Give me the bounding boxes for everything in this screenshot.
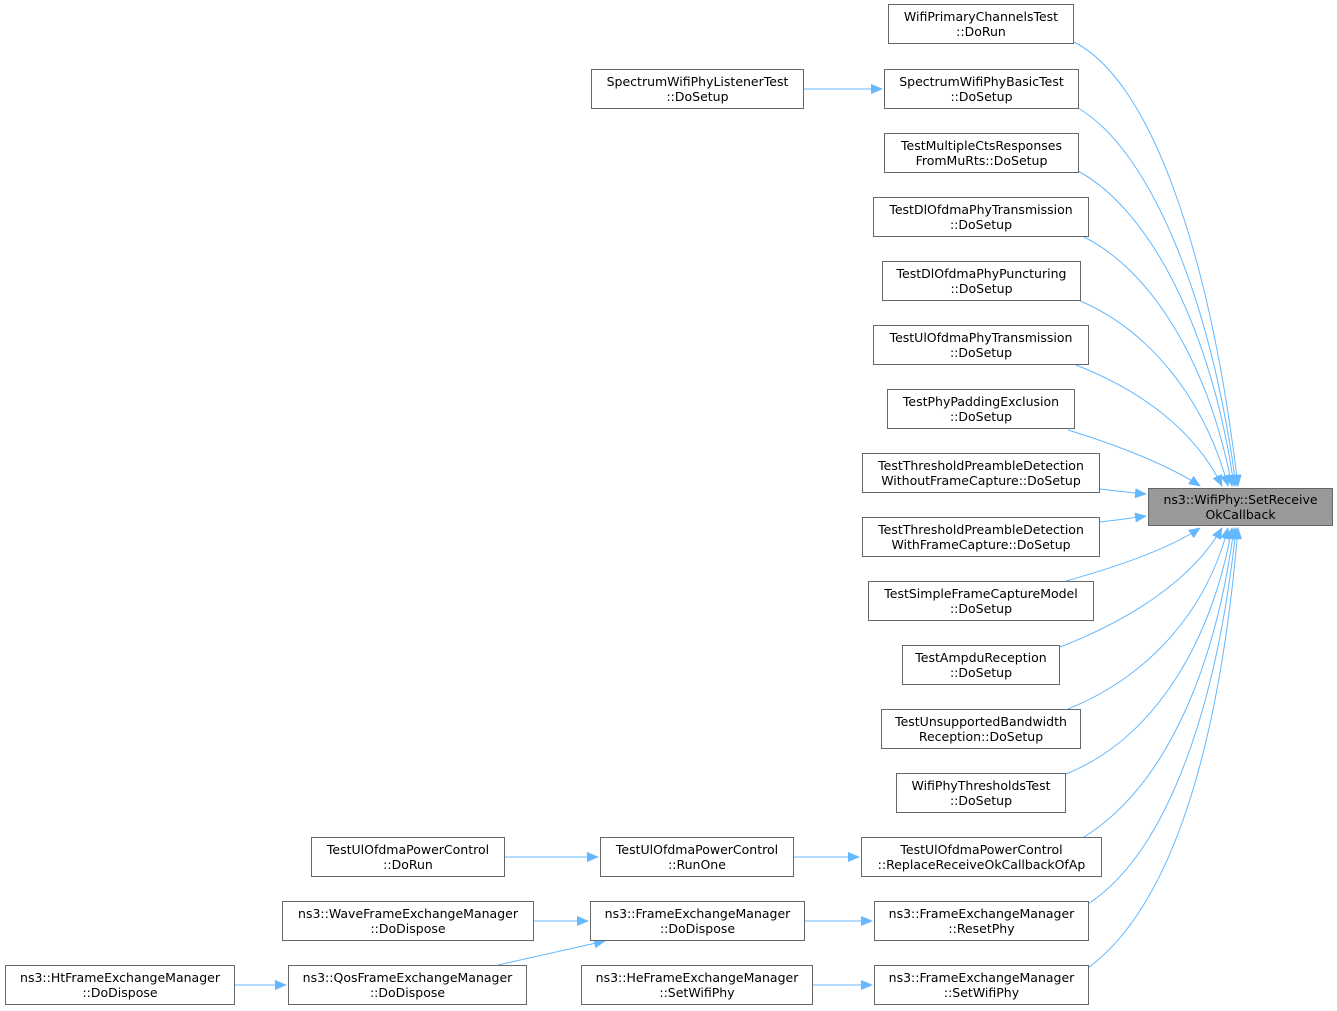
- edge-thr-with-to-target: [1099, 512, 1147, 523]
- node-label-line1: ns3::HtFrameExchangeManager: [20, 970, 220, 985]
- node-simple-frame-capture-dosetup[interactable]: TestSimpleFrameCaptureModel ::DoSetup: [868, 581, 1094, 621]
- node-label-line1: ns3::HeFrameExchangeManager: [595, 970, 799, 985]
- node-label-line2: ::ResetPhy: [948, 921, 1015, 936]
- node-label-line1: TestDlOfdmaPhyPuncturing: [896, 266, 1067, 281]
- node-label-line2: Reception::DoSetup: [918, 729, 1044, 744]
- node-label-line1: SpectrumWifiPhyListenerTest: [606, 74, 789, 89]
- node-label-line2: ::SetWifiPhy: [659, 985, 735, 1000]
- node-threshold-with-capture-dosetup[interactable]: TestThresholdPreambleDetection WithFrame…: [862, 517, 1100, 557]
- node-label-line1: TestDlOfdmaPhyTransmission: [889, 202, 1073, 217]
- node-label-line2: ::DoRun: [956, 24, 1006, 39]
- edge-padding-to-target: [1067, 429, 1201, 487]
- edge-reset-to-target: [1087, 527, 1240, 905]
- node-dl-ofdma-puncturing-dosetup[interactable]: TestDlOfdmaPhyPuncturing ::DoSetup: [882, 261, 1081, 301]
- node-label-line1: ns3::WaveFrameExchangeManager: [298, 906, 518, 921]
- edge-unsupported-to-target: [1067, 527, 1231, 710]
- node-label-line2: ::DoSetup: [950, 89, 1013, 104]
- edge-primary-to-target: [1073, 41, 1242, 487]
- node-ht-fem-dodispose[interactable]: ns3::HtFrameExchangeManager ::DoDispose: [5, 965, 235, 1005]
- node-label-line1: TestUlOfdmaPowerControl: [615, 842, 779, 857]
- edge-basic-to-target: [1077, 107, 1240, 487]
- node-label-line2: WithFrameCapture::DoSetup: [891, 537, 1071, 552]
- node-power-control-dorun[interactable]: TestUlOfdmaPowerControl ::DoRun: [311, 837, 505, 877]
- node-qos-fem-dodispose[interactable]: ns3::QosFrameExchangeManager ::DoDispose: [288, 965, 527, 1005]
- node-label-line2: ::DoSetup: [949, 409, 1013, 424]
- node-spectrum-basic-test-dosetup[interactable]: SpectrumWifiPhyBasicTest ::DoSetup: [884, 69, 1079, 109]
- node-label-line1: TestAmpduReception: [915, 650, 1047, 665]
- node-label-line2: ::DoRun: [383, 857, 433, 872]
- node-ampdu-reception-dosetup[interactable]: TestAmpduReception ::DoSetup: [902, 645, 1060, 685]
- node-dl-ofdma-transmission-dosetup[interactable]: TestDlOfdmaPhyTransmission ::DoSetup: [873, 197, 1089, 237]
- node-label-line2: ::RunOne: [668, 857, 726, 872]
- node-multiple-cts-responses-dosetup[interactable]: TestMultipleCtsResponses FromMuRts::DoSe…: [884, 133, 1079, 173]
- node-wifi-primary-channels-test-dorun[interactable]: WifiPrimaryChannelsTest ::DoRun: [888, 4, 1074, 44]
- node-he-fem-setwifiphy[interactable]: ns3::HeFrameExchangeManager ::SetWifiPhy: [581, 965, 813, 1005]
- node-label-line1: ns3::FrameExchangeManager: [888, 906, 1075, 921]
- node-label-line2: ::SetWifiPhy: [943, 985, 1020, 1000]
- edge-multicts-to-target: [1077, 170, 1238, 487]
- node-label-line1: TestUnsupportedBandwidth: [895, 714, 1067, 729]
- node-label-line1: ns3::FrameExchangeManager: [888, 970, 1075, 985]
- node-power-control-runone[interactable]: TestUlOfdmaPowerControl ::RunOne: [600, 837, 794, 877]
- node-label-line2: ::DoSetup: [949, 601, 1013, 616]
- node-threshold-without-capture-dosetup[interactable]: TestThresholdPreambleDetection WithoutFr…: [862, 453, 1100, 493]
- node-label-line2: ::DoSetup: [949, 217, 1013, 232]
- node-label-line2: FromMuRts::DoSetup: [915, 153, 1048, 168]
- node-label-line2: WithoutFrameCapture::DoSetup: [881, 473, 1081, 488]
- node-label-line1: TestThresholdPreambleDetection: [878, 458, 1084, 473]
- edge-ultx-to-target: [1075, 364, 1223, 487]
- node-label-line1: TestUlOfdmaPhyTransmission: [889, 330, 1073, 345]
- edge-ampdu-to-target: [1059, 527, 1223, 648]
- node-label-line1: ns3::QosFrameExchangeManager: [302, 970, 513, 985]
- node-label-line2: ::DoDispose: [659, 921, 736, 936]
- edge-qos-to-femdispose: [497, 938, 606, 966]
- node-label-line1: SpectrumWifiPhyBasicTest: [899, 74, 1064, 89]
- node-label-line2: ::ReplaceReceiveOkCallbackOfAp: [877, 857, 1086, 872]
- edge-dltx-to-target: [1083, 236, 1235, 487]
- node-label-line2: ::DoSetup: [949, 665, 1013, 680]
- node-fem-setwifiphy[interactable]: ns3::FrameExchangeManager ::SetWifiPhy: [874, 965, 1089, 1005]
- node-label-line1: TestPhyPaddingExclusion: [902, 394, 1060, 409]
- node-spectrum-listener-test-dosetup[interactable]: SpectrumWifiPhyListenerTest ::DoSetup: [591, 69, 804, 109]
- node-unsupported-bandwidth-dosetup[interactable]: TestUnsupportedBandwidth Reception::DoSe…: [881, 709, 1081, 749]
- node-label-line2: ::DoDispose: [369, 985, 446, 1000]
- node-ul-ofdma-transmission-dosetup[interactable]: TestUlOfdmaPhyTransmission ::DoSetup: [873, 325, 1089, 365]
- node-fem-resetphy[interactable]: ns3::FrameExchangeManager ::ResetPhy: [874, 901, 1089, 941]
- node-label-line1: TestSimpleFrameCaptureModel: [884, 586, 1078, 601]
- node-wave-fem-dodispose[interactable]: ns3::WaveFrameExchangeManager ::DoDispos…: [282, 901, 534, 941]
- node-label-line2: ::DoSetup: [949, 345, 1013, 360]
- node-label-line2: ::DoSetup: [666, 89, 729, 104]
- node-power-control-replace-callback[interactable]: TestUlOfdmaPowerControl ::ReplaceReceive…: [861, 837, 1102, 877]
- node-phy-thresholds-test-dosetup[interactable]: WifiPhyThresholdsTest ::DoSetup: [896, 773, 1066, 813]
- node-label-line2: ::DoSetup: [950, 281, 1013, 296]
- node-label-line1: TestMultipleCtsResponses: [901, 138, 1062, 153]
- edge-thr-without-to-target: [1099, 488, 1147, 499]
- node-label-line1: WifiPrimaryChannelsTest: [903, 9, 1059, 24]
- edge-replace-to-target: [1083, 527, 1238, 838]
- node-label-line1: TestUlOfdmaPowerControl: [900, 842, 1063, 857]
- node-fem-dodispose[interactable]: ns3::FrameExchangeManager ::DoDispose: [590, 901, 805, 941]
- edge-dlpunct-to-target: [1077, 299, 1230, 487]
- node-label-line1: ns3::FrameExchangeManager: [604, 906, 791, 921]
- node-phy-padding-exclusion-dosetup[interactable]: TestPhyPaddingExclusion ::DoSetup: [887, 389, 1075, 429]
- edge-thresholds-to-target: [1065, 527, 1235, 775]
- edge-setphy-to-target: [1087, 527, 1243, 969]
- node-label-line1: TestUlOfdmaPowerControl: [326, 842, 490, 857]
- node-label-line1: TestThresholdPreambleDetection: [878, 522, 1084, 537]
- node-label-line2: ::DoDispose: [82, 985, 158, 1000]
- edge-simplecap-to-target: [1065, 527, 1201, 582]
- node-label-line2: OkCallback: [1205, 507, 1276, 522]
- node-label-line2: ::DoDispose: [370, 921, 446, 936]
- node-label-line1: WifiPhyThresholdsTest: [911, 778, 1051, 793]
- focus-node-set-receive-ok-callback: ns3::WifiPhy::SetReceive OkCallback: [1148, 488, 1333, 526]
- node-label-line1: ns3::WifiPhy::SetReceive: [1163, 492, 1318, 507]
- node-label-line2: ::DoSetup: [949, 793, 1013, 808]
